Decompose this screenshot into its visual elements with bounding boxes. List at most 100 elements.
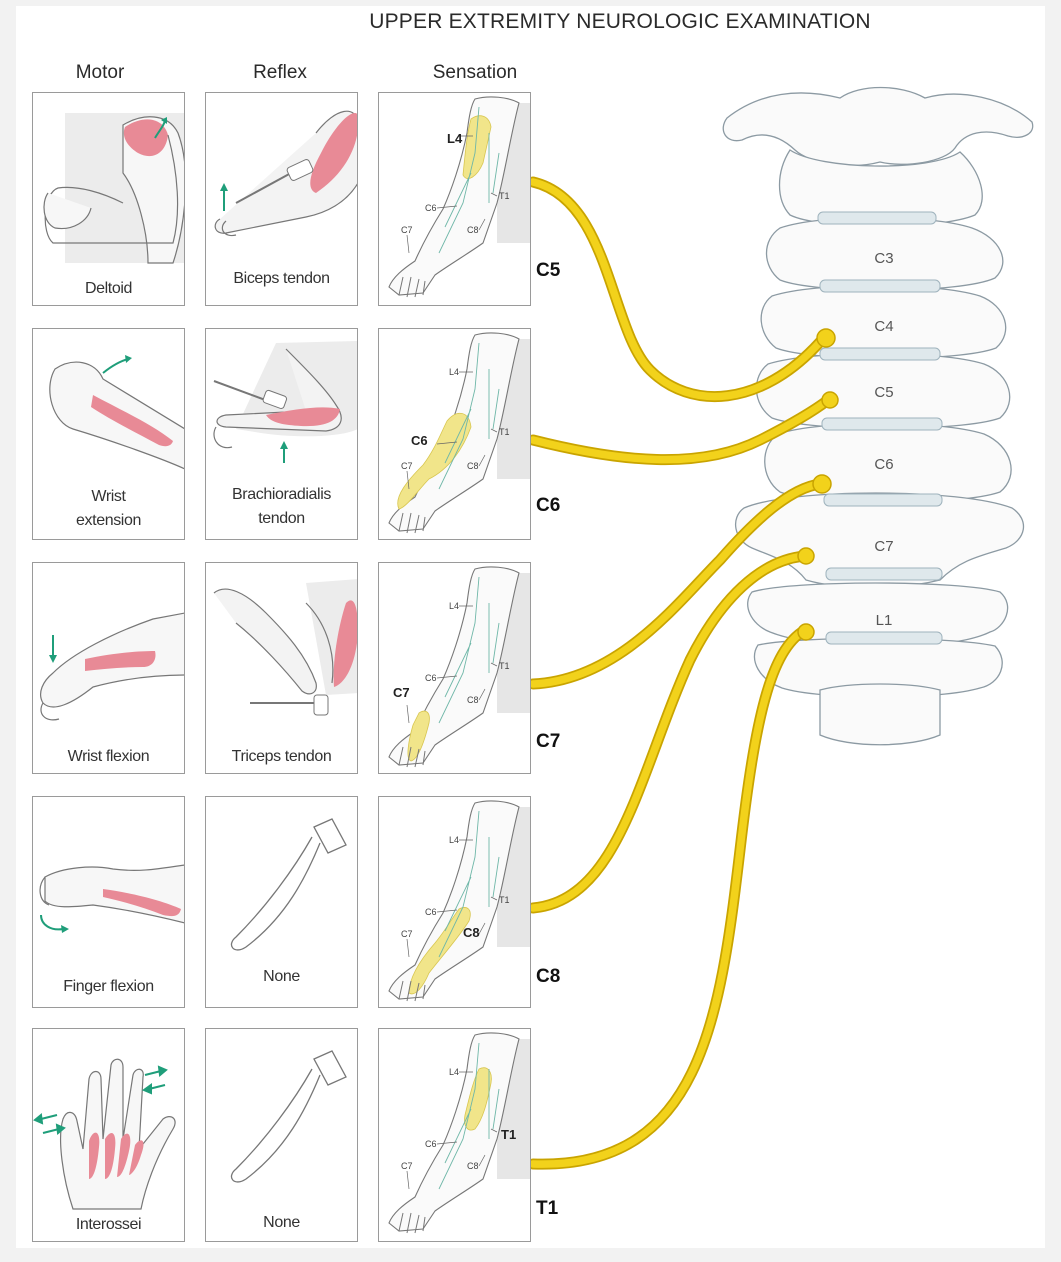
highlighted-dermatome-label: C7 [393,685,410,700]
nerve-level-c6: C6 [536,495,561,516]
vertebral-column [722,86,1034,746]
reflex-caption-c6-line2: tendon [258,510,305,527]
highlighted-dermatome-label: C6 [411,433,428,448]
reflex-panel-c5: Biceps tendon [205,92,358,306]
dermatome-label-c8: C8 [467,1161,479,1171]
dermatome-label-l4: L4 [449,835,459,845]
motor-caption-c8: Finger flexion [63,978,154,995]
sensation-panel-c7: L4C6C7C8T1C7 [378,562,531,774]
reflex-caption-c6-line1: Brachioradialis [232,486,331,503]
motor-panel-t1: Interossei [32,1028,185,1242]
dermatome-label-c7: C7 [401,1161,413,1171]
nerve-root-c5 [529,178,824,401]
curved-arrow-icon [40,914,64,931]
dermatome-label-l4: L4 [449,601,459,611]
nerve-level-c7: C7 [536,731,561,752]
dermatome-label-c6: C6 [425,907,437,917]
column-header-sensation: Sensation [432,62,518,83]
dermatome-label-c6: C6 [425,1139,437,1149]
nerve-level-c5: C5 [536,260,561,281]
dermatome-highlight [397,413,472,510]
nerve-level-c8: C8 [536,966,561,987]
reflex-caption-c8: None [263,968,300,985]
dermatome-highlight [408,907,471,995]
reflex-caption-c5: Biceps tendon [233,270,330,287]
reflex-panel-t1: None [205,1028,358,1242]
nerve-root-ends [797,328,839,641]
dermatome-label-c8: C8 [467,461,479,471]
reflex-panel-c6: Brachioradialis tendon [205,328,358,540]
highlighted-dermatome-label: T1 [501,1127,516,1142]
reflex-hammer-icon [286,159,314,181]
wrist-extensor-muscle [91,395,173,447]
highlighted-dermatome-label: C8 [463,925,480,940]
sensation-panel-c8: L4C6C7C8T1C8 [378,796,531,1008]
nerve-root-c8 [529,552,809,912]
reflex-hammer-icon [230,1050,347,1183]
column-header-reflex: Reflex [253,62,307,83]
nerve-root-c7 [529,480,824,688]
interossei-muscles [89,1132,144,1179]
dermatome-highlight [464,1067,492,1131]
reflex-caption-t1: None [263,1214,300,1231]
vertebra-label-c6: C6 [874,456,893,473]
motor-caption-c6-line1: Wrist [91,488,126,505]
reflex-hammer-icon [262,389,288,409]
dermatome-label-t1: T1 [499,427,510,437]
highlighted-dermatome-label: L4 [447,131,463,146]
dermatome-label-t1: T1 [499,191,510,201]
dermatome-label-l4: L4 [449,367,459,377]
upward-arrow-icon [102,358,129,374]
bottom-vertebral-body [819,683,941,746]
motor-caption-c7: Wrist flexion [67,748,150,765]
reflex-panel-c7: Triceps tendon [205,562,358,774]
dermatome-label-c8: C8 [467,695,479,705]
nerve-roots [527,176,834,1170]
arrow-icon [33,1065,168,1135]
axis-vertebra [778,149,983,227]
reflex-hammer-icon [230,818,347,951]
reflex-caption-c7: Triceps tendon [231,748,332,765]
motor-caption-c5: Deltoid [84,280,132,297]
vertebra-labels: C3 C4 C5 C6 C7 L1 [874,250,893,629]
motor-panel-c5: Deltoid [32,92,185,306]
dermatome-label-t1: T1 [499,661,510,671]
atlas-vertebra [722,86,1034,167]
sensation-panel-c5: L4C6C7C8T1L4 [378,92,531,306]
reflex-hammer-icon [313,694,329,716]
vertebra-label-c7: C7 [874,538,893,555]
motor-panel-c6: Wrist extension [32,328,185,540]
deltoid-muscle [123,119,168,157]
dermatome-label-c6: C6 [425,203,437,213]
wrist-flexor-muscle [85,651,156,671]
vertebra-label-c5: C5 [874,384,893,401]
biceps-muscle [310,113,357,193]
dermatome-highlight [407,710,430,762]
motor-caption-t1: Interossei [75,1216,142,1233]
finger-flexor-muscle [103,889,181,917]
brachioradialis-muscle [266,407,340,427]
reflex-panel-c8: None [205,796,358,1008]
triceps-muscle [333,600,357,687]
motor-panel-c7: Wrist flexion [32,562,185,774]
upward-arrow-icon [154,120,166,139]
sensation-panel-c6: L4C6C7C8T1C6 [378,328,531,540]
dermatome-label-c7: C7 [401,929,413,939]
dermatome-highlight [462,115,492,179]
dermatome-label-c8: C8 [467,225,479,235]
nerve-level-t1: T1 [536,1198,559,1219]
intervertebral-discs [817,211,943,645]
dermatome-label-c7: C7 [401,225,413,235]
dermatome-label-c6: C6 [425,673,437,683]
motor-caption-c6-line2: extension [76,512,141,529]
nerve-root-c6 [529,396,832,464]
motor-panel-c8: Finger flexion [32,796,185,1008]
vertebra-label-c4: C4 [874,318,893,335]
vertebra-label-l1: L1 [876,612,893,629]
page-title: UPPER EXTREMITY NEUROLOGIC EXAMINATION [369,10,871,33]
dermatome-label-c7: C7 [401,461,413,471]
dermatome-label-t1: T1 [499,895,510,905]
column-header-motor: Motor [75,62,125,83]
